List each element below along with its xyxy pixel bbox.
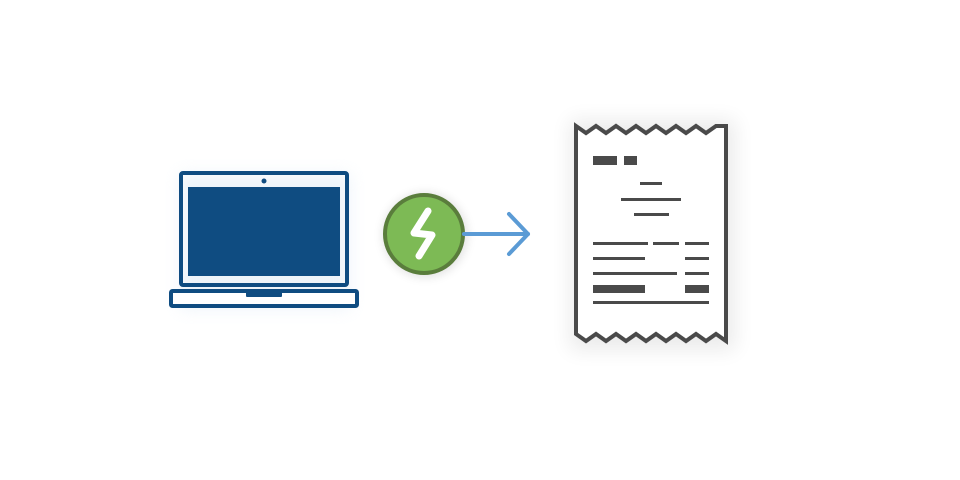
receipt-total-block <box>685 285 709 293</box>
receipt-line <box>593 242 648 245</box>
receipt-line <box>685 257 709 260</box>
receipt-line <box>685 242 709 245</box>
laptop-lid <box>179 171 349 287</box>
receipt-total-block <box>593 285 645 293</box>
receipt-line <box>634 213 669 216</box>
laptop-notch <box>246 291 282 297</box>
receipt-line <box>685 272 709 275</box>
receipt-line <box>593 272 677 275</box>
laptop-screen <box>188 187 340 276</box>
receipt-icon <box>548 100 753 372</box>
bolt-shape <box>410 207 436 260</box>
receipt-line <box>640 182 662 185</box>
lightning-bolt-icon <box>378 188 472 282</box>
laptop-icon <box>160 160 370 320</box>
receipt-header-block <box>593 156 617 165</box>
receipt-line <box>593 301 709 304</box>
receipt-line <box>621 198 681 201</box>
receipt-line <box>653 242 679 245</box>
arrow-right-icon <box>462 205 537 265</box>
receipt-header-block <box>624 156 637 165</box>
receipt-line <box>593 257 645 260</box>
laptop-camera <box>261 178 267 184</box>
